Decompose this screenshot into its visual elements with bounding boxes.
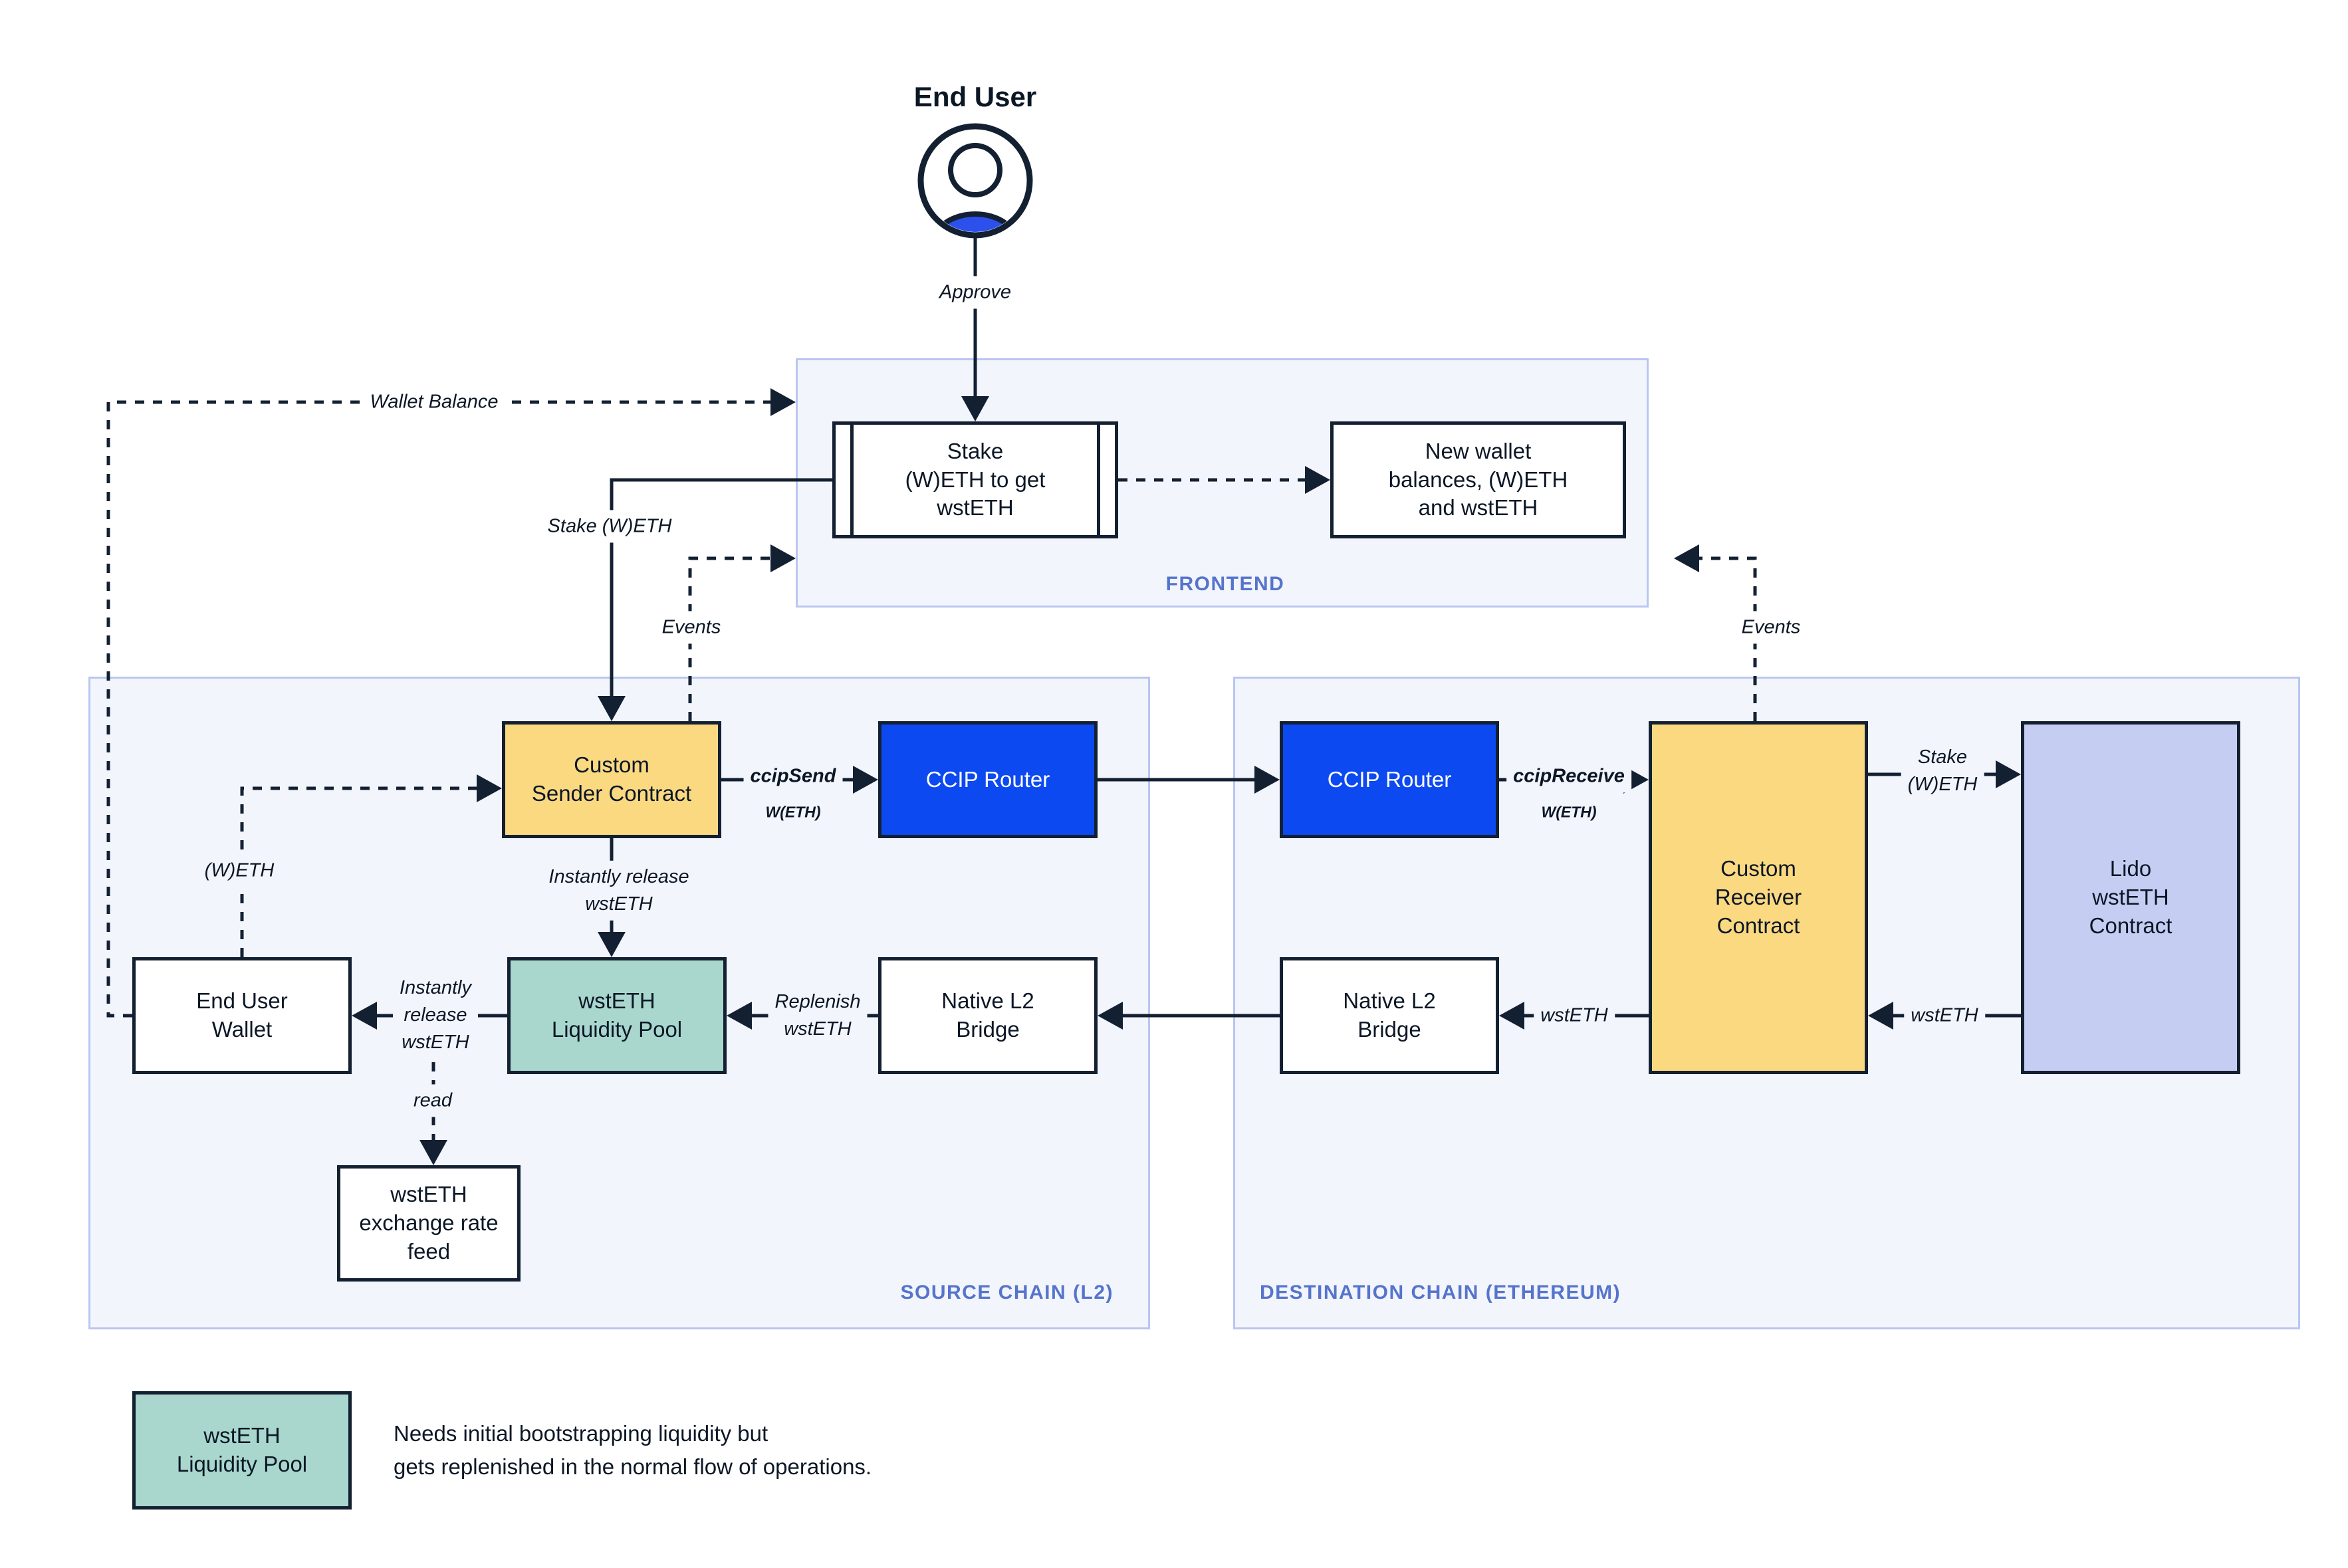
edge-label-wsteth-from-lido: wstETH [1904, 999, 1985, 1032]
node-wsteth-exchange-rate-feed: wstETH exchange rate feed [337, 1165, 521, 1282]
edge-label-approve: Approve [932, 276, 1018, 309]
edge-label-stake-weth-left: Stake (W)ETH [540, 510, 679, 543]
edge-label-instant-release-v: Instantly release wstETH [542, 860, 696, 921]
arrowhead-instant-release-v [598, 932, 626, 957]
edge-label-read: read [406, 1084, 459, 1117]
edge-label-ccipsend: ccipSend [743, 760, 843, 793]
arrowhead-router-long [1254, 766, 1280, 794]
edge-label-weth: (W)ETH [197, 854, 281, 887]
arrowhead-approve [961, 396, 989, 421]
arrowhead-instant-release-h [352, 1002, 377, 1030]
edge-weth-line [240, 786, 478, 957]
arrowhead-stake-weth-right [1996, 760, 2021, 788]
edge-label-stake-weth-right: Stake (W)ETH [1901, 740, 1984, 802]
node-wsteth-liquidity-pool: wstETH Liquidity Pool [507, 957, 727, 1074]
node-ccip-router-source: CCIP Router [878, 721, 1098, 838]
node-custom-receiver-contract: Custom Receiver Contract [1649, 721, 1868, 1074]
source-chain-label: SOURCE CHAIN (L2) [900, 1282, 1114, 1303]
arrowhead-weth [477, 774, 502, 802]
arrowhead-events-right [1674, 544, 1699, 572]
edge-label-wallet-balance: Wallet Balance [363, 386, 505, 419]
edge-label-events-right: Events [1734, 611, 1808, 644]
arrowhead-events-left [770, 544, 796, 572]
node-stake-box: Stake (W)ETH to get wstETH [832, 421, 1118, 538]
node-end-user-wallet: End User Wallet [132, 957, 352, 1074]
end-user-icon [917, 123, 1033, 239]
edge-events-left-line [688, 556, 772, 721]
edge-label-ccipreceive-weth: W(ETH) [1534, 798, 1603, 826]
node-lido-wsteth-contract: Lido wstETH Contract [2021, 721, 2240, 1074]
arrowhead-wallet-balance [770, 388, 796, 416]
node-native-l2-bridge-destination: Native L2 Bridge [1280, 957, 1499, 1074]
node-new-wallet-balances: New wallet balances, (W)ETH and wstETH [1330, 421, 1626, 538]
node-ccip-router-destination: CCIP Router [1280, 721, 1499, 838]
edge-label-events-left: Events [655, 611, 728, 644]
end-user-title: End User [913, 81, 1037, 112]
edge-wallet-balance-line [106, 400, 772, 1018]
arrowhead-read [419, 1140, 447, 1165]
edge-label-wsteth-to-bridge: wstETH [1534, 999, 1615, 1032]
person-head [948, 143, 1002, 197]
arrowhead-wsteth-to-bridge [1499, 1002, 1524, 1030]
arrowhead-wsteth-from-lido [1868, 1002, 1893, 1030]
arrowhead-stake-weth-left [598, 696, 626, 721]
frontend-label: FRONTEND [1165, 573, 1285, 595]
edge-label-instant-release-h: Instantly release wstETH [393, 972, 478, 1060]
edge-events-right-line [1698, 556, 1757, 721]
arrowhead-bridge-long [1098, 1002, 1123, 1030]
edge-label-ccipreceive: ccipReceive [1506, 760, 1631, 793]
arrowhead-ccipsend [853, 766, 878, 794]
edge-label-ccipsend-weth: W(ETH) [759, 798, 828, 826]
legend-note: Needs initial bootstrapping liquidity bu… [394, 1421, 872, 1479]
destination-chain-label: DESTINATION CHAIN (ETHEREUM) [1260, 1282, 1621, 1303]
legend-swatch-wsteth-liquidity-pool: wstETH Liquidity Pool [132, 1391, 352, 1510]
arrowhead-replenish [727, 1002, 752, 1030]
edge-label-replenish: Replenish wstETH [768, 985, 868, 1046]
edge-stake-weth-left-line [610, 478, 832, 697]
arrowhead-stake-to-newwallet [1305, 466, 1330, 494]
node-custom-sender-contract: Custom Sender Contract [502, 721, 721, 838]
node-native-l2-bridge-source: Native L2 Bridge [878, 957, 1098, 1074]
